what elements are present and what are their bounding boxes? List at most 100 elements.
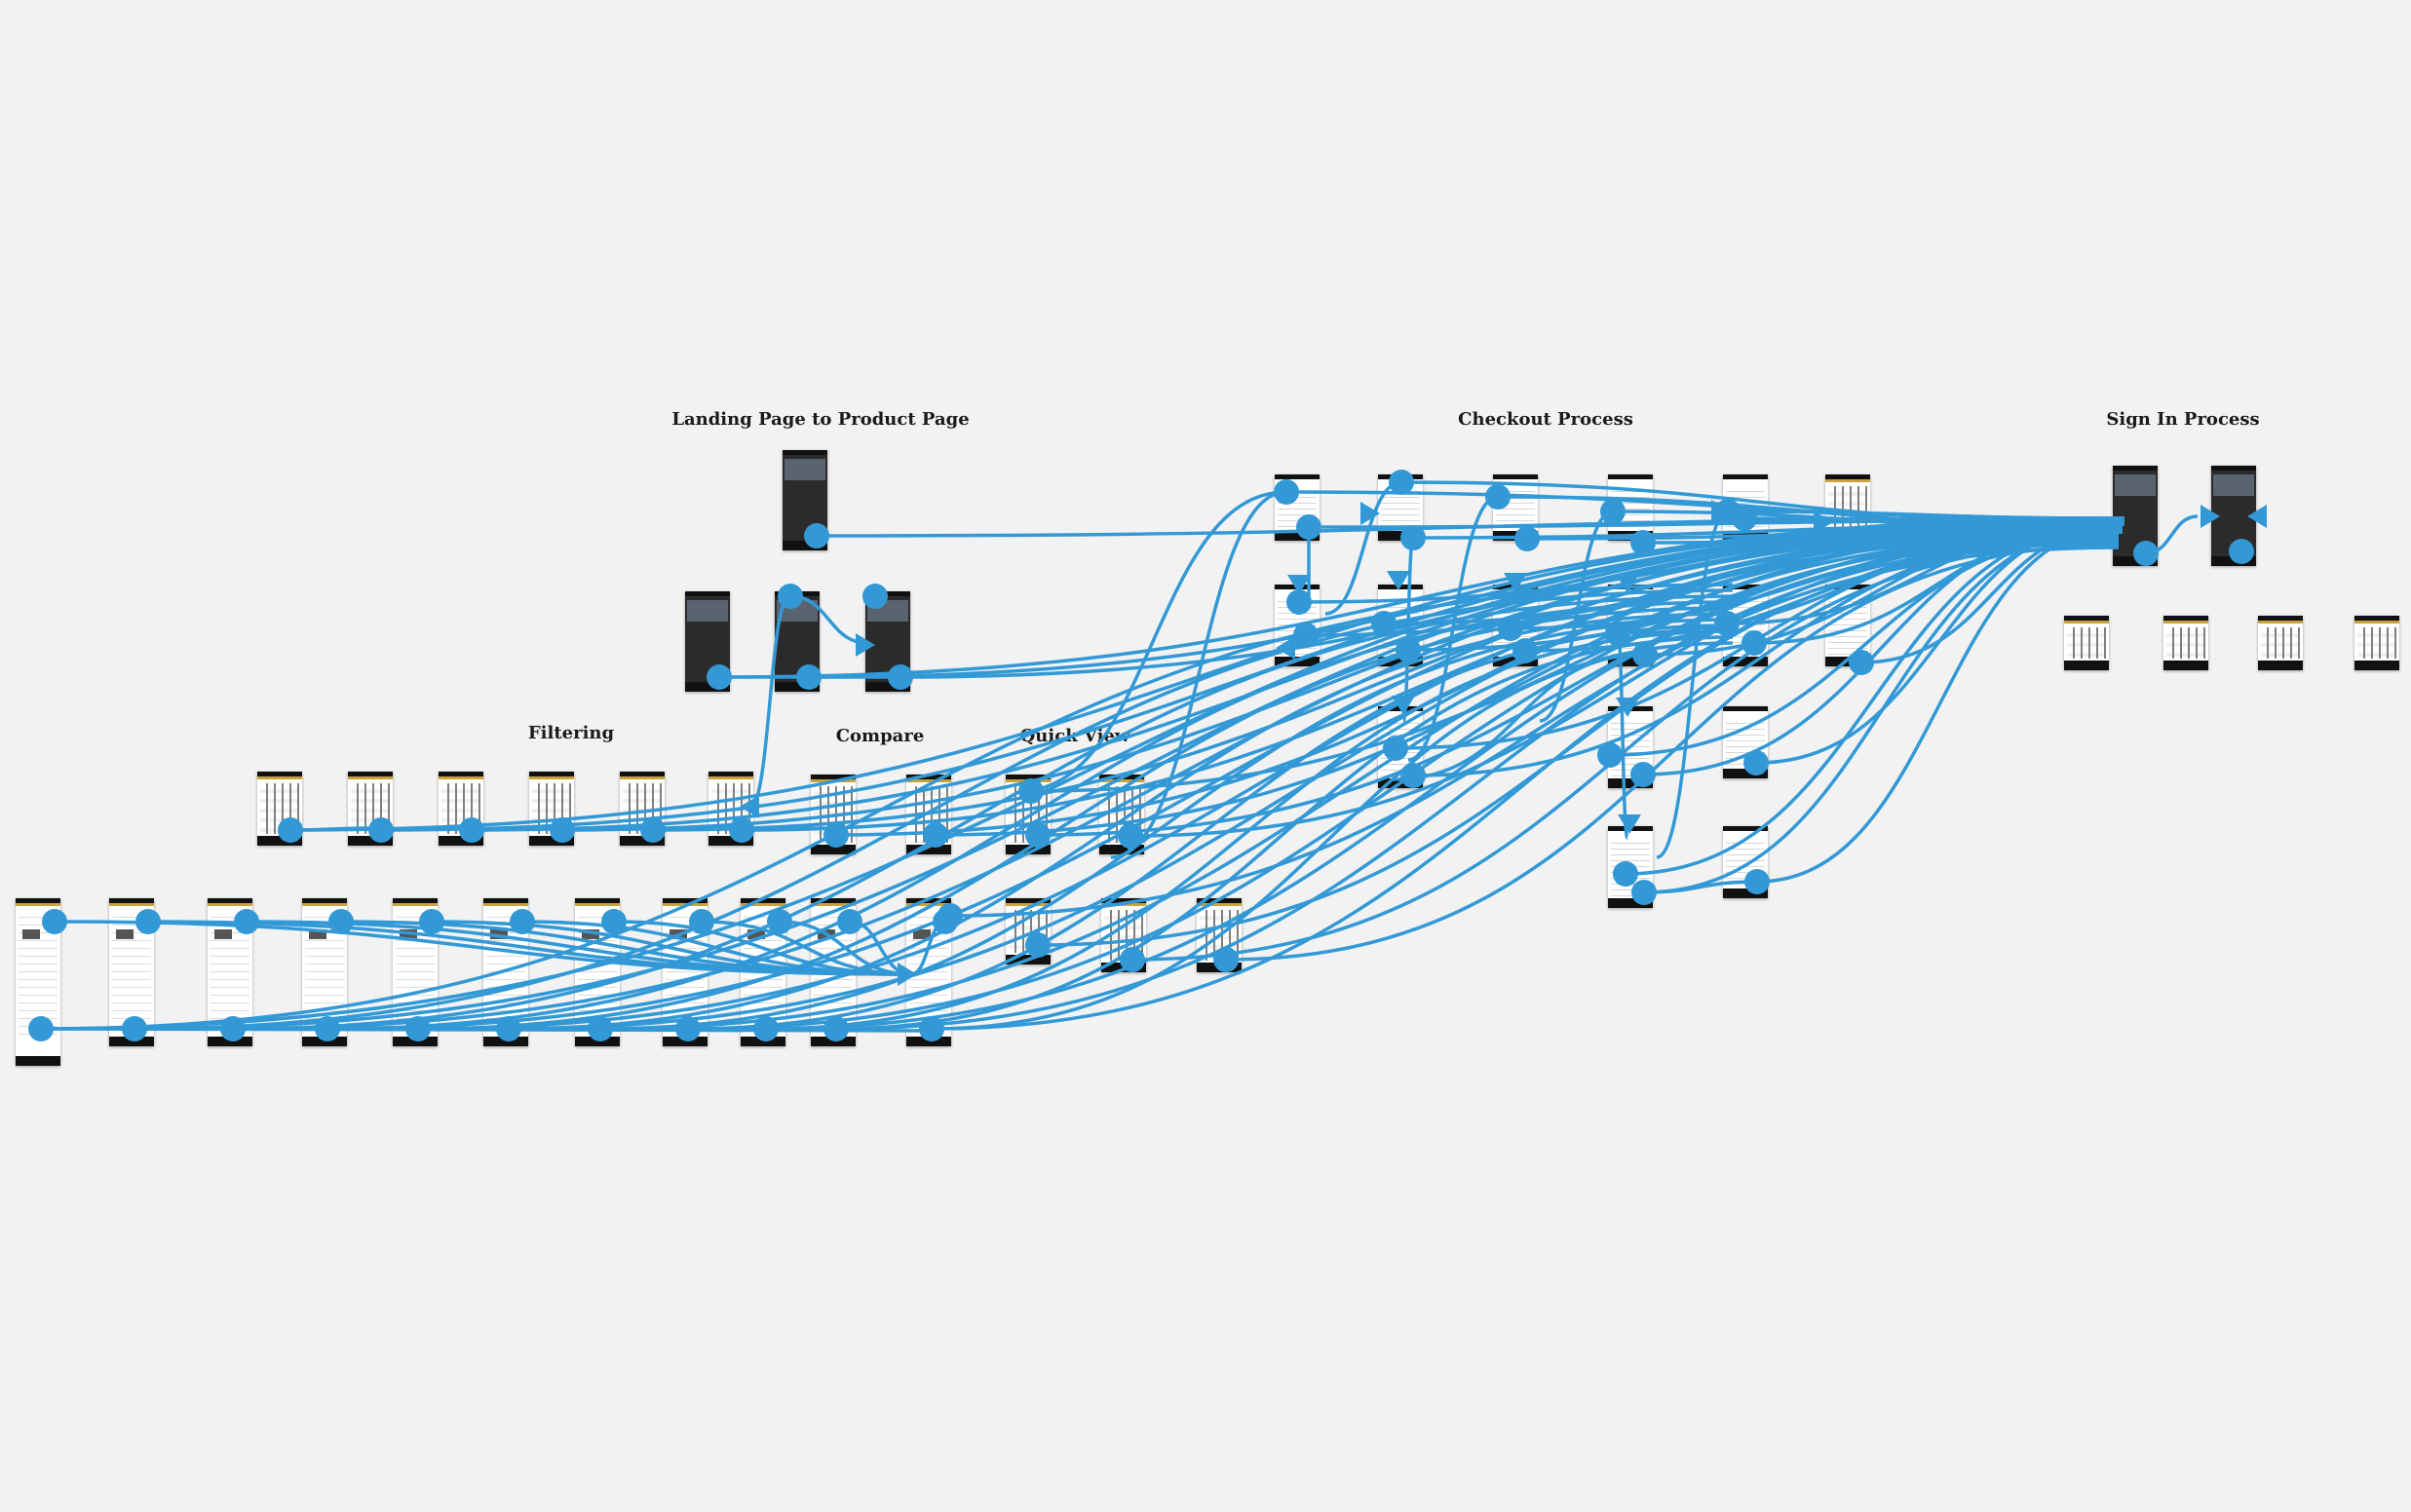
hotspot-signin-2[interactable] <box>2229 539 2254 564</box>
hotspot-checkout-20[interactable] <box>1849 650 1874 675</box>
hotspot-checkout-25[interactable] <box>1743 750 1769 775</box>
connector-48 <box>935 525 2120 837</box>
arrow-checkout-2 <box>1504 573 1527 592</box>
hotspot-product-top-0[interactable] <box>42 909 67 934</box>
connector-80 <box>1644 518 2124 657</box>
connector-28 <box>835 538 2116 1031</box>
hotspot-checkout-0[interactable] <box>1274 479 1299 505</box>
hotspot-checkout-7[interactable] <box>1630 530 1656 555</box>
connector-46 <box>749 594 790 809</box>
hotspot-product-top-4[interactable] <box>419 909 444 934</box>
arrow-checkout-right-0 <box>1711 500 1731 523</box>
connector-56 <box>1018 490 1287 793</box>
hotspot-checkout-11[interactable] <box>1293 623 1319 648</box>
hotspot-cq-0[interactable] <box>823 822 849 848</box>
hotspot-cq-8[interactable] <box>938 903 963 928</box>
connector-29 <box>835 635 1734 1031</box>
connector-15 <box>521 920 912 976</box>
arrow-checkout-5 <box>1616 698 1639 717</box>
screen-signin-small-0[interactable] <box>2064 616 2109 670</box>
hotspot-checkout-22[interactable] <box>1400 763 1426 788</box>
hotspot-checkout-26[interactable] <box>1613 861 1638 887</box>
hotspot-product-top-1[interactable] <box>135 909 161 934</box>
hotspot-filter-2[interactable] <box>459 817 484 843</box>
hotspot-checkout-23[interactable] <box>1597 742 1623 768</box>
arrow-compare <box>898 963 917 986</box>
hotspot-checkout-13[interactable] <box>1396 637 1421 662</box>
hotspot-cq-1[interactable] <box>923 822 948 848</box>
hotspot-cq-7[interactable] <box>1213 947 1239 972</box>
hotspot-checkout-12[interactable] <box>1371 611 1397 636</box>
hotspot-filter-3[interactable] <box>550 817 575 843</box>
hotspot-checkout-10[interactable] <box>1286 589 1312 615</box>
hotspot-filter-4[interactable] <box>640 817 666 843</box>
connector-53 <box>1131 540 2120 962</box>
connector-92 <box>1110 490 1287 859</box>
hotspot-checkout-15[interactable] <box>1512 638 1538 663</box>
screen-signin-small-2[interactable] <box>2258 616 2303 670</box>
connector-71 <box>1727 510 2124 520</box>
hotspot-checkout-14[interactable] <box>1498 616 1523 641</box>
hotspot-cq-6[interactable] <box>1120 947 1145 972</box>
arrow-quickview <box>1119 834 1142 853</box>
section-title-checkout: Checkout Process <box>1458 409 1633 430</box>
connector-33 <box>38 1027 941 1033</box>
hotspot-filter-1[interactable] <box>368 817 394 843</box>
hotspot-filter-0[interactable] <box>278 817 303 843</box>
hotspot-checkout-16[interactable] <box>1605 621 1630 646</box>
hotspot-checkout-1[interactable] <box>1296 514 1321 540</box>
hotspot-signin-1[interactable] <box>2133 541 2159 566</box>
connector-74 <box>1305 522 2124 637</box>
hotspot-checkout-9[interactable] <box>1732 506 1757 531</box>
arrow-checkout-right-3 <box>1360 502 1380 525</box>
connector-97 <box>1539 510 1614 723</box>
connector-73 <box>1298 520 2124 604</box>
hotspot-filter-5[interactable] <box>729 817 754 843</box>
hotspot-product-bottom-10[interactable] <box>919 1016 944 1041</box>
connector-85 <box>1412 528 2124 777</box>
arrow-checkout-0 <box>1287 575 1311 594</box>
connector-24 <box>779 920 912 976</box>
hotspot-landing-top-b[interactable] <box>862 584 888 609</box>
hotspot-product-top-6[interactable] <box>601 909 627 934</box>
hotspot-checkout-28[interactable] <box>1744 869 1770 894</box>
hotspot-checkout-5[interactable] <box>1514 526 1540 551</box>
hotspot-product-top-5[interactable] <box>510 909 535 934</box>
connector-1 <box>40 520 2116 1031</box>
hotspot-cq-5[interactable] <box>1025 932 1051 958</box>
hotspot-cq-2[interactable] <box>1025 822 1051 848</box>
hotspot-product-bottom-9[interactable] <box>823 1016 849 1041</box>
hotspot-landing-home[interactable] <box>804 523 829 548</box>
section-title-landing: Landing Page to Product Page <box>671 409 970 430</box>
connector-100 <box>1393 653 1644 781</box>
section-title-filtering: Filtering <box>527 723 615 743</box>
hotspot-checkout-21[interactable] <box>1383 736 1408 761</box>
arrow-checkout-right-1 <box>1814 510 1833 534</box>
connector-21 <box>701 920 912 976</box>
hotspot-product-top-3[interactable] <box>328 909 354 934</box>
connector-75 <box>1383 524 2124 625</box>
connector-91 <box>1756 524 2124 884</box>
hotspot-checkout-4[interactable] <box>1485 484 1511 510</box>
hotspot-checkout-27[interactable] <box>1631 880 1657 905</box>
screen-signin-small-1[interactable] <box>2163 616 2208 670</box>
connector-101 <box>1643 880 1757 894</box>
connector-8 <box>232 594 1734 1031</box>
hotspot-product-top-7[interactable] <box>689 909 714 934</box>
connector-34 <box>289 518 2118 832</box>
hotspot-product-top-8[interactable] <box>767 909 792 934</box>
arrow-checkout-1 <box>1387 571 1410 590</box>
hotspot-checkout-19[interactable] <box>1741 630 1767 656</box>
connector-18 <box>613 920 912 976</box>
hotspot-checkout-17[interactable] <box>1632 642 1658 667</box>
hotspot-checkout-24[interactable] <box>1630 762 1656 787</box>
arrow-checkout-4 <box>1392 696 1415 715</box>
arrow-checkout-right-2 <box>1604 502 1624 525</box>
hotspot-product-top-2[interactable] <box>234 909 259 934</box>
hotspot-product-top-9[interactable] <box>837 909 862 934</box>
hotspot-checkout-18[interactable] <box>1714 611 1740 636</box>
screen-signin-small-3[interactable] <box>2354 616 2399 670</box>
hotspot-checkout-2[interactable] <box>1389 470 1414 495</box>
connector-40 <box>561 527 2118 832</box>
hotspot-checkout-3[interactable] <box>1400 525 1426 550</box>
